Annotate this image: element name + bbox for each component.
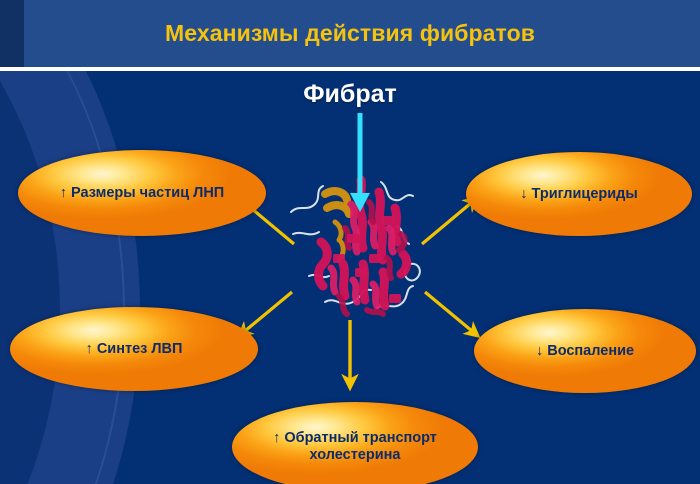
arrow-to-reverse-cholesterol-transport [341,320,359,392]
effect-triglycerides-label: ↓ Триглицериды [520,185,638,202]
header-divider [0,67,700,71]
page-title: Механизмы действия фибратов [164,20,535,46]
effect-ldl-particle-size-label: ↑ Размеры частиц ЛНП [59,184,225,201]
effect-hdl-synthesis[interactable]: ↑ Синтез ЛВП [10,307,258,391]
header-accent-band [0,0,24,67]
background-arc-edge [0,71,125,484]
effect-reverse-cholesterol-transport-label: ↑ Обратный транспорт холестерина [263,430,447,463]
drug-label: Фибрат [303,80,397,108]
effect-rct-line1: ↑ Обратный транспорт [273,430,437,447]
slide-header [0,0,700,67]
effect-reverse-cholesterol-transport[interactable]: ↑ Обратный транспорт холестерина [232,402,478,484]
effect-inflammation[interactable]: ↓ Воспаление [474,309,696,393]
effect-inflammation-label: ↓ Воспаление [535,342,635,359]
arrow-to-inflammation [423,290,481,339]
arrow-to-triglycerides [420,195,480,246]
arrow-to-hdl-synthesis [236,290,294,339]
effect-triglycerides[interactable]: ↓ Триглицериды [466,152,692,236]
protein-ribbon-icon [290,175,421,317]
effect-ldl-particle-size[interactable]: ↑ Размеры частиц ЛНП [18,150,266,236]
effect-rct-line2: холестерина [309,447,401,463]
effect-hdl-synthesis-label: ↑ Синтез ЛВП [85,340,183,357]
fibrate-input-arrow-icon [350,113,370,212]
